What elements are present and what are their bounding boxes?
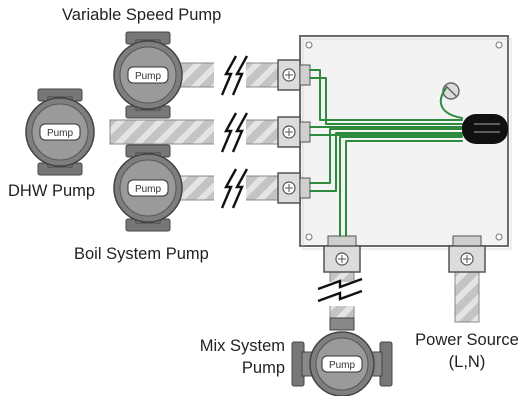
pump-tag: Pump: [135, 71, 162, 82]
label-power-source-line1: Power Source: [415, 331, 519, 349]
mix-system-pump: Pump: [291, 317, 393, 396]
label-variable-speed-pump: Variable Speed Pump: [62, 6, 221, 24]
label-dhw-pump: DHW Pump: [8, 182, 95, 200]
ground-screw-icon: [442, 82, 460, 100]
label-mix-system-line2: Pump: [242, 359, 285, 377]
box-corner-screw-icon: [305, 41, 503, 241]
wire-grommet: [462, 114, 508, 144]
dhw-pump: Pump: [25, 88, 95, 176]
label-power-source-line2: (L,N): [449, 353, 486, 371]
bottom-connectors: [323, 235, 486, 273]
conduit-mix-system: [323, 269, 363, 321]
wire-break-marks-bottom: [317, 277, 363, 303]
boil-system-pump: Pump: [113, 144, 183, 232]
conduit-dhw: [109, 115, 287, 149]
wires: [309, 69, 463, 237]
conduit-power-source: [454, 269, 480, 323]
label-mix-system-line1: Mix System: [200, 337, 285, 355]
label-boil-system-pump: Boil System Pump: [74, 245, 209, 263]
conduit-variable-speed: [179, 58, 287, 92]
wire-break-marks: [220, 55, 249, 209]
pump-tag: Pump: [329, 360, 356, 371]
conduit-connector: [277, 59, 311, 204]
variable-speed-pump: Pump: [113, 31, 183, 119]
pump-tag: Pump: [135, 184, 162, 195]
pump-tag: Pump: [47, 128, 74, 139]
